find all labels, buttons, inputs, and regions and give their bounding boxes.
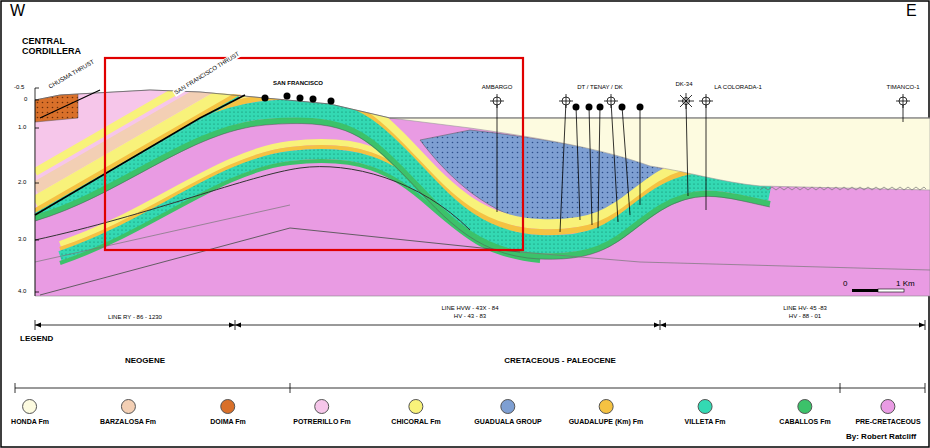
well-name: AMBARGO [482,84,513,91]
seismic-lines [35,320,925,330]
well-name: DT / TENAY / DK [577,84,623,91]
scale-bar [852,289,904,292]
legend-item: PRE-CRETACEOUS [855,399,920,425]
depth-value: 3.0 [18,236,26,243]
legend-text: HONDA Fm [11,418,49,425]
scale-value: 1 Km [896,279,915,288]
seismic-line-name: HV - 43 - 83 [454,313,486,320]
legend-text: CHICORAL Fm [391,418,440,425]
legend-item: VILLETA Fm [685,399,726,425]
compass-east: E [906,2,917,20]
era-heading: CRETACEOUS - PALEOCENE [504,356,616,365]
legend-heading: LEGEND [20,334,53,343]
fault-name: CHUSMA THRUST [47,58,97,91]
legend-item: CHICORAL Fm [391,399,440,425]
legend-swatch [501,399,516,414]
legend-text: PRE-CRETACEOUS [855,418,920,425]
depth-axis [35,88,39,296]
scale-value: 0 [843,279,847,288]
legend-item: GUADUALA GROUP [474,399,541,425]
legend-text: DOIMA Fm [210,418,246,425]
legend-item: GUADALUPE (Km) Fm [569,399,644,425]
well-name: TIMANCO-1 [887,84,920,91]
compass-west: W [10,2,25,20]
legend-text: CABALLOS Fm [779,418,830,425]
legend-item: BARZALOSA Fm [100,399,156,425]
legend-swatch [408,399,423,414]
legend-swatch [22,399,37,414]
legend-swatch [221,399,236,414]
highlight-box [105,58,523,250]
seismic-line-name: LINE HV- 45 -83 [783,305,827,312]
legend-text: GUADUALA GROUP [474,418,541,425]
seismic-line-name: HV - 88 - 01 [789,313,821,320]
well-name: DK-34 [675,81,692,88]
legend-bar [15,383,925,393]
geology [35,54,930,296]
region-name: CENTRAL CORDILLERA [22,36,88,57]
legend-text: POTRERILLO Fm [293,418,351,425]
legend-text: BARZALOSA Fm [100,418,156,425]
legend-swatch [698,399,713,414]
legend-text: GUADALUPE (Km) Fm [569,418,644,425]
depth-value: 2.0 [18,179,26,186]
depth-value: -0.5 [14,84,24,91]
depth-value: 0 [24,96,27,103]
seismic-line-name: LINE HVW - 43X - 84 [441,305,498,312]
legend-swatch [120,399,135,414]
legend-text: VILLETA Fm [685,418,726,425]
well-name: LA COLORADA-1 [714,84,762,91]
legend-item: DOIMA Fm [210,399,246,425]
legend-swatch [798,399,813,414]
legend-swatch [315,399,330,414]
depth-value: 4.0 [18,288,26,295]
legend-item: HONDA Fm [11,399,49,425]
era-heading: NEOGENE [125,356,165,365]
legend-item: CABALLOS Fm [779,399,830,425]
legend-swatch [598,399,613,414]
depth-value: 1.0 [18,124,26,131]
seismic-line-name: LINE RY - 86 - 1230 [108,314,162,321]
legend-swatch [881,399,896,414]
legend-item: POTRERILLO Fm [293,399,351,425]
credit: By: Robert Ratcliff [846,432,916,441]
wells [262,93,911,233]
field-name: SAN FRANCISCO [273,80,323,87]
faults [35,90,930,295]
